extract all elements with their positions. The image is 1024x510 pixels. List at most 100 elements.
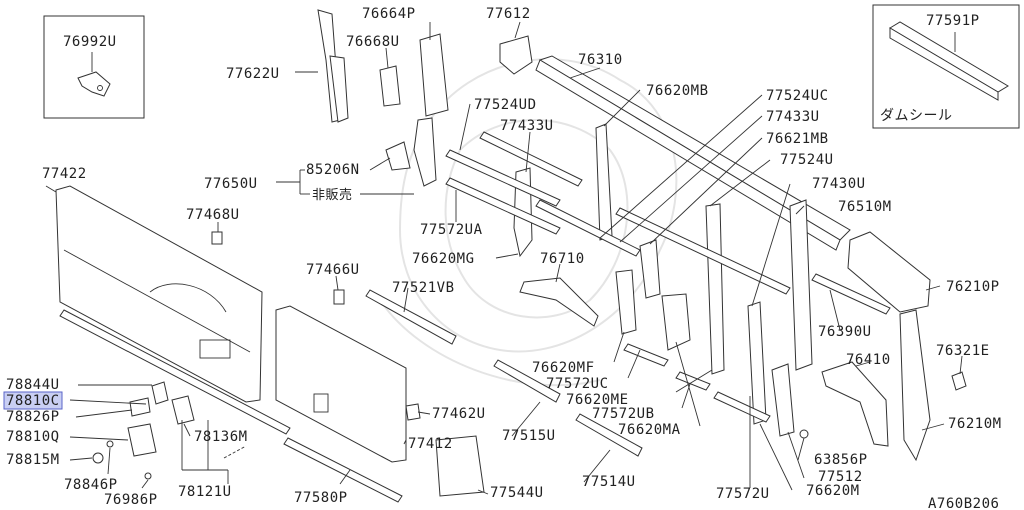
roof-rail-76310-side [535,59,841,251]
part-label-78810Q: 78810Q [6,429,60,445]
bracket-76620MA [661,293,691,351]
pillar-76210M [899,309,931,462]
strip-77433U [479,131,583,187]
part-label-76210M: 76210M [948,416,1002,432]
plate-77521VB [365,289,457,345]
cap-77612 [499,35,533,75]
part-label-76510M: 76510M [838,199,892,215]
part-label-76620MG: 76620MG [412,251,475,267]
pillar-76510M [789,199,813,371]
strip-77572UB [675,371,711,391]
part-label-76664P: 76664P [362,6,416,22]
strip-76390U [811,273,891,315]
part-label-77521VB: 77521VB [392,280,455,296]
arch-76710 [519,277,599,327]
part-label-78826P: 78826P [6,409,60,425]
part-label-76710: 76710 [540,251,585,267]
part-label-77433U-a: 77433U [500,118,554,134]
part-label-77412: 77412 [408,436,453,452]
part-label-77572UA: 77572UA [420,222,483,238]
part-label-77466U: 77466U [306,262,360,278]
bulb-78815M [92,452,104,464]
strip-77524UC [535,199,641,257]
inset-frame-left [43,15,145,119]
part-label-76410: 76410 [846,352,891,368]
clip-63856P [799,429,809,439]
plate-77514U [575,413,643,457]
part-label-77468U: 77468U [186,207,240,223]
bracket-76621MB [639,239,661,299]
arch-76410 [821,361,889,447]
part-label-77580P: 77580P [294,490,348,506]
side-panel-77412 [275,305,407,463]
part-label-77572UC: 77572UC [546,376,609,392]
part-label-78815M: 78815M [6,452,60,468]
part-label-77515U: 77515U [502,428,556,444]
lamp-78844U [151,381,169,405]
plate-77515U [493,359,561,403]
dam-seal-top [889,21,1009,93]
part-label-not-for-sale: 非販売 [312,187,353,203]
part-label-77433U-b: 77433U [766,109,820,125]
part-label-77612: 77612 [486,6,531,22]
bracket-76668U [379,65,401,107]
part-label-76986P: 76986P [104,492,158,508]
part-label-77514U: 77514U [582,474,636,490]
part-label-78846P: 78846P [64,477,118,493]
pillar-76620MF [615,269,637,335]
clip-77468U [211,231,223,245]
pillar-76620ME [705,203,725,375]
screw-76986P [144,472,152,480]
part-label-76620MA: 76620MA [618,422,681,438]
socket-78846P [106,440,114,448]
strip-77572UC [623,343,669,367]
pillar-76664P [419,33,449,117]
part-label-77512: 77512 [818,469,863,485]
dam-seal-side [889,27,999,101]
panel-hole [313,393,329,413]
side-panel-77422 [55,185,263,403]
wheel-opening [149,283,227,313]
part-label-76620M: 76620M [806,483,860,499]
strip-77572U [713,391,771,423]
part-label-76310: 76310 [578,52,623,68]
part-label-77572U: 77572U [716,486,770,502]
pillar-76620M [747,301,767,425]
part-label-76992U: 76992U [63,34,117,50]
leader-lines [45,21,963,495]
part-label-77622U: 77622U [226,66,280,82]
panel-cutout [199,339,231,359]
part-label-77591P: 77591P [926,13,980,29]
bracket-85206N [385,141,411,171]
roof-end-76210P [847,231,931,313]
panel-crease [63,249,251,353]
part-label-77544U: 77544U [490,485,544,501]
part-label-77524U: 77524U [780,152,834,168]
molding-77580P [283,437,403,503]
part-label-77422: 77422 [42,166,87,182]
part-label-76621MB: 76621MB [766,131,829,147]
part-label-78810C[interactable]: 78810C [6,393,60,409]
part-label-63856P: 63856P [814,452,868,468]
part-label-76321E: 76321E [936,343,990,359]
part-label-77462U: 77462U [432,406,486,422]
part-label-78136M: 78136M [194,429,248,445]
part-label-77572UB: 77572UB [592,406,655,422]
part-label-76210P: 76210P [946,279,1000,295]
lamp-78810Q [127,423,157,457]
part-label-77650U: 77650U [204,176,258,192]
part-label-76620MB: 76620MB [646,83,709,99]
part-label-76668U: 76668U [346,34,400,50]
bracket-77512 [771,363,795,437]
clip-76321E [951,371,967,391]
part-label-78121U: 78121U [178,484,232,500]
sill-strip [59,309,291,435]
part-label-76390U: 76390U [818,324,872,340]
pillar-76620MB [595,123,613,241]
highlight-78810C [3,391,63,410]
strip-77572UA [445,177,561,235]
strip-77524UD [445,149,561,207]
part-label-76620ME: 76620ME [566,392,629,408]
dam-seal-caption: ダムシール [880,108,953,124]
